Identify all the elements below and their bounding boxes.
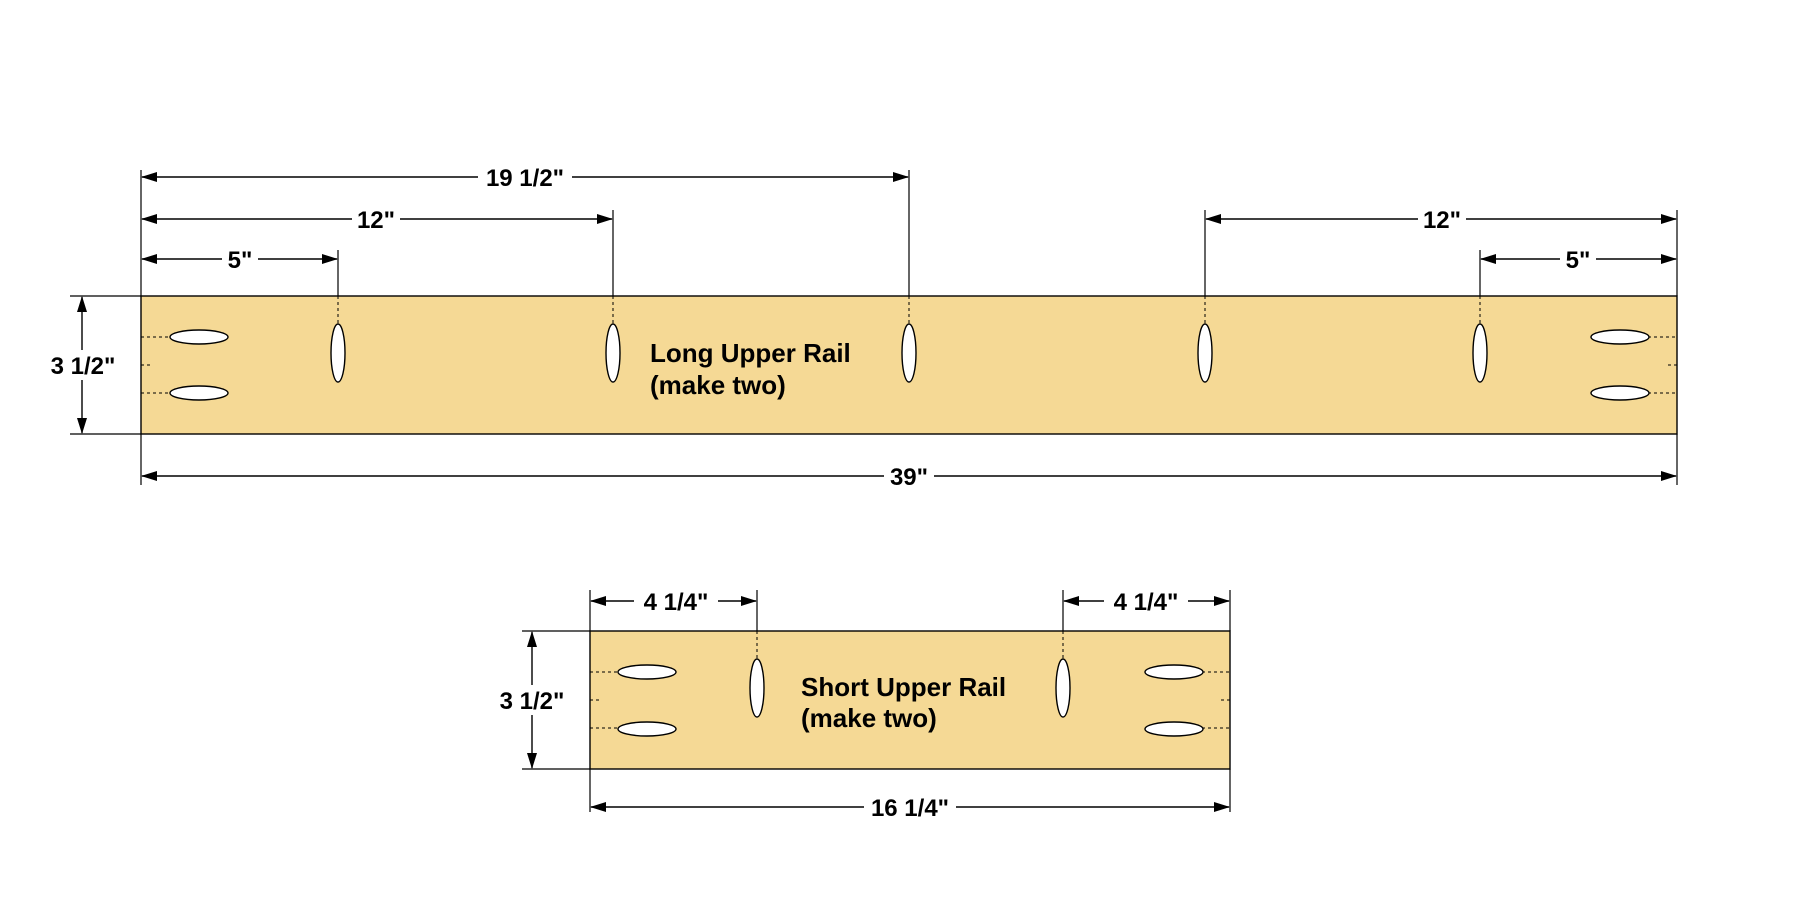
- short-rail-left-dimension: 4 1/4": [644, 589, 709, 616]
- pocket-hole: [749, 658, 765, 718]
- short-rail-quantity-label: (make two): [801, 703, 937, 733]
- long-rail-label: Long Upper Rail: [650, 338, 851, 368]
- dimension-text-background: [40, 350, 124, 380]
- pocket-hole: [1197, 323, 1213, 383]
- short-rail-board: [589, 630, 1231, 770]
- pocket-hole: [1055, 658, 1071, 718]
- pocket-hole: [901, 323, 917, 383]
- long-rail-right-12-dimension: 12": [1423, 207, 1461, 234]
- long-rail-right-5-dimension: 5": [1566, 247, 1591, 274]
- dimension-text-background: [864, 793, 956, 821]
- long-rail-width-dimension: 3 1/2": [51, 353, 116, 380]
- long-rail-left-12-dimension: 12": [357, 207, 395, 234]
- dimension-text-background: [352, 205, 400, 233]
- long-rail-drawing: 19 1/2" 12" 5" 12" 5" 39" 3 1/2" Long Up…: [40, 163, 1678, 491]
- pocket-hole: [1144, 721, 1204, 737]
- short-rail-label: Short Upper Rail: [801, 672, 1006, 702]
- long-rail-center-dimension: 19 1/2": [486, 165, 564, 192]
- pocket-hole: [605, 323, 621, 383]
- dimension-text-background: [222, 245, 258, 273]
- dimension-text-background: [490, 685, 574, 715]
- pocket-hole: [169, 385, 229, 401]
- pocket-hole: [1144, 664, 1204, 680]
- short-rail-drawing: 4 1/4" 4 1/4" 16 1/4" 3 1/2" Short Upper…: [490, 587, 1231, 822]
- short-rail-width-dimension: 3 1/2": [500, 688, 565, 715]
- long-rail-left-5-dimension: 5": [228, 247, 253, 274]
- short-rail-right-dimension: 4 1/4": [1114, 589, 1179, 616]
- dimension-text-background: [478, 163, 572, 191]
- dimension-text-background: [1418, 205, 1466, 233]
- dimension-text-background: [1104, 587, 1188, 615]
- pocket-hole: [617, 721, 677, 737]
- pocket-hole: [169, 329, 229, 345]
- long-rail-quantity-label: (make two): [650, 370, 786, 400]
- pocket-hole: [1590, 329, 1650, 345]
- pocket-hole: [1590, 385, 1650, 401]
- pocket-hole: [1472, 323, 1488, 383]
- dimension-text-background: [1560, 245, 1596, 273]
- pocket-hole: [617, 664, 677, 680]
- dimension-text-background: [884, 462, 934, 490]
- dimension-text-background: [634, 587, 718, 615]
- long-rail-length-dimension: 39": [890, 464, 928, 491]
- short-rail-length-dimension: 16 1/4": [871, 795, 949, 822]
- pocket-hole: [330, 323, 346, 383]
